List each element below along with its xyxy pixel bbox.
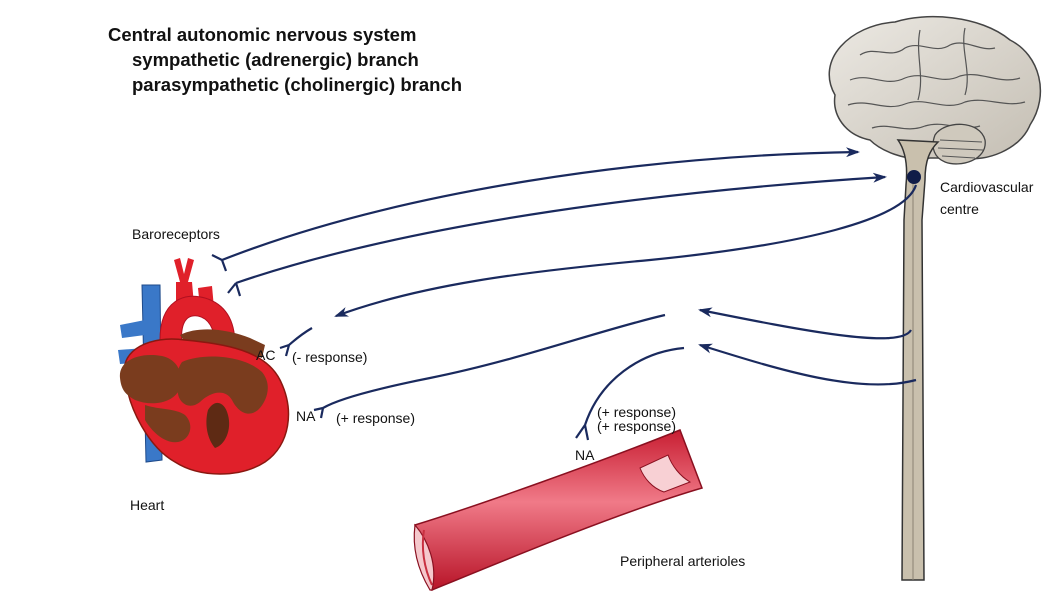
baroreceptor-ending-1	[212, 255, 226, 271]
na-arteriole-ending	[576, 425, 588, 440]
title-line-2: sympathetic (adrenergic) branch	[108, 47, 462, 72]
afferent-nerve-lower	[236, 177, 885, 283]
label-plus-response-arteriole-2: (+ response)	[597, 418, 676, 434]
efferent-nerve-ac-1	[336, 185, 916, 316]
label-cardiovascular-2: centre	[940, 201, 979, 217]
sympathetic-nerve-arteriole-pre	[700, 345, 916, 385]
label-na-arteriole: NA	[575, 447, 595, 463]
title-line-1: Central autonomic nervous system	[108, 22, 462, 47]
label-peripheral-arterioles: Peripheral arterioles	[620, 553, 745, 569]
efferent-nerve-ac-2	[289, 328, 312, 345]
sympathetic-nerve-heart-pre	[700, 310, 911, 338]
cardiovascular-centre-dot	[907, 170, 921, 184]
label-baroreceptors: Baroreceptors	[132, 226, 220, 242]
label-plus-response-heart: (+ response)	[336, 410, 415, 426]
label-heart: Heart	[130, 497, 164, 513]
ac-ending	[280, 345, 289, 356]
title-line-3: parasympathetic (cholinergic) branch	[108, 72, 462, 97]
label-cardiovascular-1: Cardiovascular	[940, 179, 1034, 195]
afferent-nerve-upper	[222, 152, 858, 260]
brain-illustration	[829, 17, 1040, 580]
nerve-pathways	[212, 152, 916, 440]
sympathetic-nerve-heart-post	[323, 315, 665, 408]
baroreceptor-ending-2	[228, 283, 240, 296]
heart-illustration	[118, 258, 288, 474]
title-block: Central autonomic nervous system sympath…	[108, 22, 462, 97]
label-minus-response: (- response)	[292, 349, 367, 365]
label-ac: AC	[256, 347, 275, 363]
label-na-heart: NA	[296, 408, 316, 424]
